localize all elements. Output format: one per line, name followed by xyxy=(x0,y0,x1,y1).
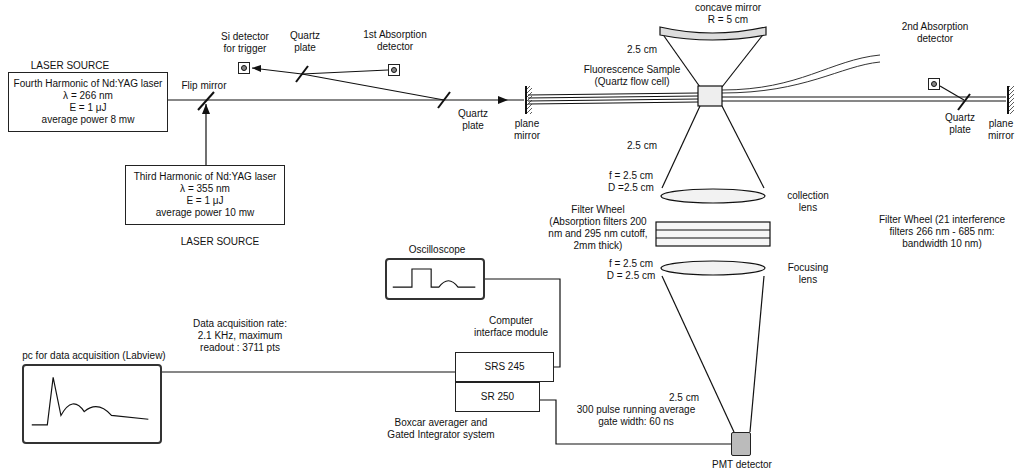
mirror-plate xyxy=(958,94,970,110)
part-label: f = 2.5 cm D =2.5 cm xyxy=(604,170,658,194)
collection-optics xyxy=(722,106,764,188)
node-text: λ = 266 nm xyxy=(13,90,163,102)
node-text: E = 1 μJ xyxy=(130,195,280,207)
node-text: λ = 355 nm xyxy=(130,183,280,195)
collection-optics xyxy=(656,237,770,238)
mirror-hatching xyxy=(527,86,532,114)
part-label: 2.5 cm xyxy=(622,44,662,56)
part-label: 2.5 cm xyxy=(622,140,662,152)
node-heading: Oscilloscope xyxy=(387,244,487,256)
mirror-plate xyxy=(296,66,308,82)
node-heading: PMT detector xyxy=(707,459,777,471)
mirror-plate xyxy=(198,92,214,110)
cable-label: Data acquisition rate: 2.1 KHz, maximum … xyxy=(190,318,290,354)
detector-window xyxy=(392,68,397,73)
node-heading: Si detector for trigger xyxy=(217,31,273,55)
collection-optics xyxy=(656,222,770,246)
sample-tubing xyxy=(722,55,880,93)
collection-optics xyxy=(698,86,722,106)
part-label: LASER SOURCE xyxy=(20,60,120,72)
node-heading: Computer interface module xyxy=(471,315,551,339)
part-label: Fluorescence Sample (Quartz flow cell) xyxy=(578,64,686,88)
part-label: concave mirror R = 5 cm xyxy=(690,2,766,26)
mirror-plate xyxy=(438,92,450,108)
laser-beam xyxy=(528,99,698,101)
collection-optics xyxy=(750,276,764,432)
sample-tubing xyxy=(722,55,880,90)
detector-window xyxy=(932,82,937,87)
collection-optics xyxy=(722,36,762,87)
collection-optics xyxy=(656,229,770,230)
collection-optics xyxy=(661,261,765,275)
laser-beam xyxy=(528,102,698,104)
pmt-detector: PMT detector xyxy=(731,432,751,456)
part-label: Focusing lens xyxy=(778,262,838,286)
mirror-plate xyxy=(1007,86,1009,114)
signal-trace xyxy=(387,260,483,298)
part-label: Flip mirror xyxy=(176,80,232,92)
part-label: Quartz plate xyxy=(940,112,980,136)
part-label: Quartz plate xyxy=(284,30,326,54)
signal-cable xyxy=(540,400,731,444)
collection-optics xyxy=(661,189,765,203)
arrowhead xyxy=(498,96,508,104)
detector-window xyxy=(242,66,247,71)
node-heading: Boxcar averager and Gated Integrator sys… xyxy=(381,417,501,441)
laser-beam xyxy=(302,74,444,100)
detector-symbol: 1st Absorption detector xyxy=(388,64,400,76)
node-text: E = 1 μJ xyxy=(13,102,163,114)
collection-optics xyxy=(662,106,700,188)
instrument-box: SR 250Boxcar averager and Gated Integrat… xyxy=(455,382,540,412)
laser-beam xyxy=(528,93,698,95)
part-label: 2.5 cm xyxy=(662,392,706,404)
instrument-box: Computer interface moduleSRS 245 xyxy=(455,352,554,382)
part-label: f = 2.5 cm D = 2.5 cm xyxy=(604,258,658,282)
cable-label: 300 pulse running average gate width: 60… xyxy=(566,404,706,428)
laser-source-box: Third Harmonic of Nd:YAG laserλ = 355 nm… xyxy=(125,165,285,225)
signal-cable xyxy=(162,371,455,372)
node-text: SRS 245 xyxy=(460,361,549,373)
node-text: average power 10 mw xyxy=(130,207,280,219)
collection-optics xyxy=(656,27,770,432)
mirror-hatching xyxy=(527,86,1014,114)
node-heading: 1st Absorption detector xyxy=(355,29,435,53)
detector-window xyxy=(389,65,399,75)
part-label: collection lens xyxy=(778,190,838,214)
detector-symbol: Si detector for trigger xyxy=(238,62,250,74)
sample-tubing xyxy=(722,62,880,93)
node-text: average power 8 mw xyxy=(13,114,163,126)
oscilloscope: Oscilloscope xyxy=(385,258,485,300)
node-heading: pc for data acquisition (Labview) xyxy=(14,350,174,362)
node-text: SR 250 xyxy=(460,391,535,403)
part-label: plane mirror xyxy=(984,118,1018,142)
laser-beam xyxy=(722,96,1006,97)
laser-beam xyxy=(168,68,1006,165)
arrowhead xyxy=(252,65,261,72)
mirror-plate xyxy=(525,86,527,114)
collection-optics xyxy=(660,27,766,40)
detector-window xyxy=(239,63,249,73)
signal-trace xyxy=(24,366,160,442)
part-label: LASER SOURCE xyxy=(170,236,270,248)
part-label: plane mirror xyxy=(508,118,546,142)
part-label: Filter Wheel (Absorption filters 200 nm … xyxy=(546,204,650,252)
node-text: Third Harmonic of Nd:YAG laser xyxy=(130,171,280,183)
detector-symbol: 2nd Absorption detector xyxy=(928,78,940,90)
laser-beam xyxy=(302,70,388,74)
part-label: Filter Wheel (21 interference filters 26… xyxy=(876,214,1008,250)
detector-window xyxy=(929,79,939,89)
signal-trace xyxy=(32,377,149,425)
signal-trace xyxy=(393,269,476,287)
computer-screen: pc for data acquisition (Labview) xyxy=(22,364,162,444)
laser-beam xyxy=(940,86,964,100)
node-text: Fourth Harmonic of Nd:YAG laser xyxy=(13,78,163,90)
part-label: Quartz plate xyxy=(452,108,494,132)
laser-source-box: Fourth Harmonic of Nd:YAG laserλ = 266 n… xyxy=(8,72,168,132)
laser-beam xyxy=(168,99,524,100)
mirror-hatching xyxy=(1009,86,1014,114)
node-heading: 2nd Absorption detector xyxy=(895,21,975,45)
laser-beam xyxy=(528,96,698,98)
